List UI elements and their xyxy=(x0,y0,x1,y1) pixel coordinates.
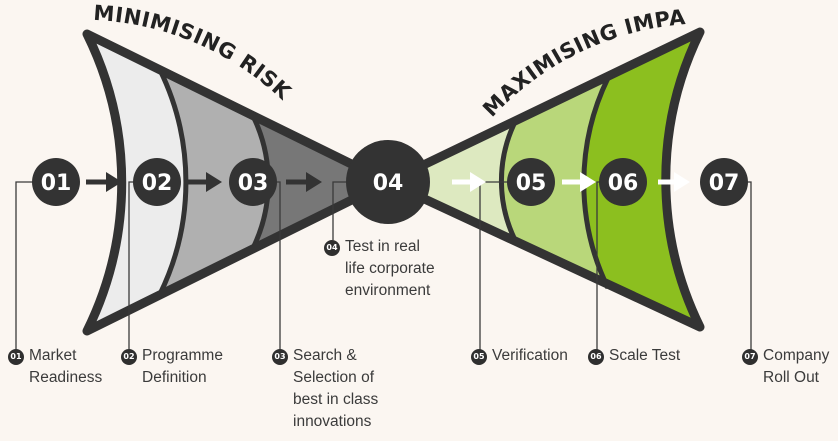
step-number-05: 05 xyxy=(516,171,547,196)
step-number-06: 06 xyxy=(608,171,639,196)
step-number-04: 04 xyxy=(373,171,404,196)
step-06-line-1: Scale Test xyxy=(609,347,681,364)
step-badge-04: 04 xyxy=(324,240,340,256)
step-label-03: 03 Search & Selection of best in class in… xyxy=(272,345,378,433)
step-04-line-2: life corporate xyxy=(345,260,435,277)
connector-07 xyxy=(745,181,752,350)
left-segment-divider-1 xyxy=(157,68,189,296)
step-07-line-1: Company xyxy=(763,347,830,364)
step-01-line-2: Readiness xyxy=(29,369,103,386)
step-circles: 01 02 03 04 05 06 07 xyxy=(32,140,748,224)
step-number-02: 02 xyxy=(142,171,173,196)
arrow-04-05 xyxy=(452,172,486,192)
step-01-line-1: Market xyxy=(29,347,77,364)
arrow-03-04 xyxy=(286,172,322,192)
left-wedge-outline xyxy=(82,29,393,336)
step-label-07: 07 Company Roll Out xyxy=(742,345,829,389)
arrow-06-07 xyxy=(658,172,690,192)
step-circle-04: 04 xyxy=(346,140,430,224)
arrow-01-02 xyxy=(86,172,122,192)
step-label-01: 01 Market Readiness xyxy=(8,345,102,389)
arrow-02-03 xyxy=(186,172,222,192)
step-label-02: 02 Programme Definition xyxy=(121,345,223,389)
step-03-line-3: best in class xyxy=(293,391,379,408)
step-04-line-3: environment xyxy=(345,282,431,299)
step-badge-03: 03 xyxy=(272,349,288,365)
step-03-line-1: Search & xyxy=(293,347,357,364)
step-05-line-1: Verification xyxy=(492,347,568,364)
arrows xyxy=(86,172,690,192)
right-segment-3 xyxy=(388,32,700,327)
step-number-07: 07 xyxy=(709,171,740,196)
step-circle-06: 06 xyxy=(599,158,647,206)
connector-01 xyxy=(15,181,36,350)
step-badge-06: 06 xyxy=(588,349,604,365)
step-label-04: 04 Test in real life corporate environmen… xyxy=(324,236,435,302)
step-label-06: 06 Scale Test xyxy=(588,345,680,367)
step-badge-02: 02 xyxy=(121,349,137,365)
step-03-line-4: innovations xyxy=(293,413,372,430)
step-number-01: 01 xyxy=(41,171,72,196)
step-badge-05: 05 xyxy=(471,349,487,365)
step-circle-05: 05 xyxy=(507,158,555,206)
step-circle-07: 07 xyxy=(700,158,748,206)
step-02-line-2: Definition xyxy=(142,369,207,386)
arrow-05-06 xyxy=(562,172,596,192)
step-badge-01: 01 xyxy=(8,349,24,365)
step-badge-07: 07 xyxy=(742,349,758,365)
step-number-03: 03 xyxy=(238,171,269,196)
step-03-line-2: Selection of xyxy=(293,369,374,386)
step-label-05: 05 Verification xyxy=(471,345,568,367)
step-circle-01: 01 xyxy=(32,158,80,206)
right-segment-divider-1 xyxy=(499,120,518,242)
step-circle-03: 03 xyxy=(229,158,277,206)
step-04-line-1: Test in real xyxy=(345,238,420,255)
right-segment-1b xyxy=(388,122,515,240)
step-circle-02: 02 xyxy=(133,158,181,206)
step-02-line-1: Programme xyxy=(142,347,223,364)
step-07-line-2: Roll Out xyxy=(763,369,819,386)
